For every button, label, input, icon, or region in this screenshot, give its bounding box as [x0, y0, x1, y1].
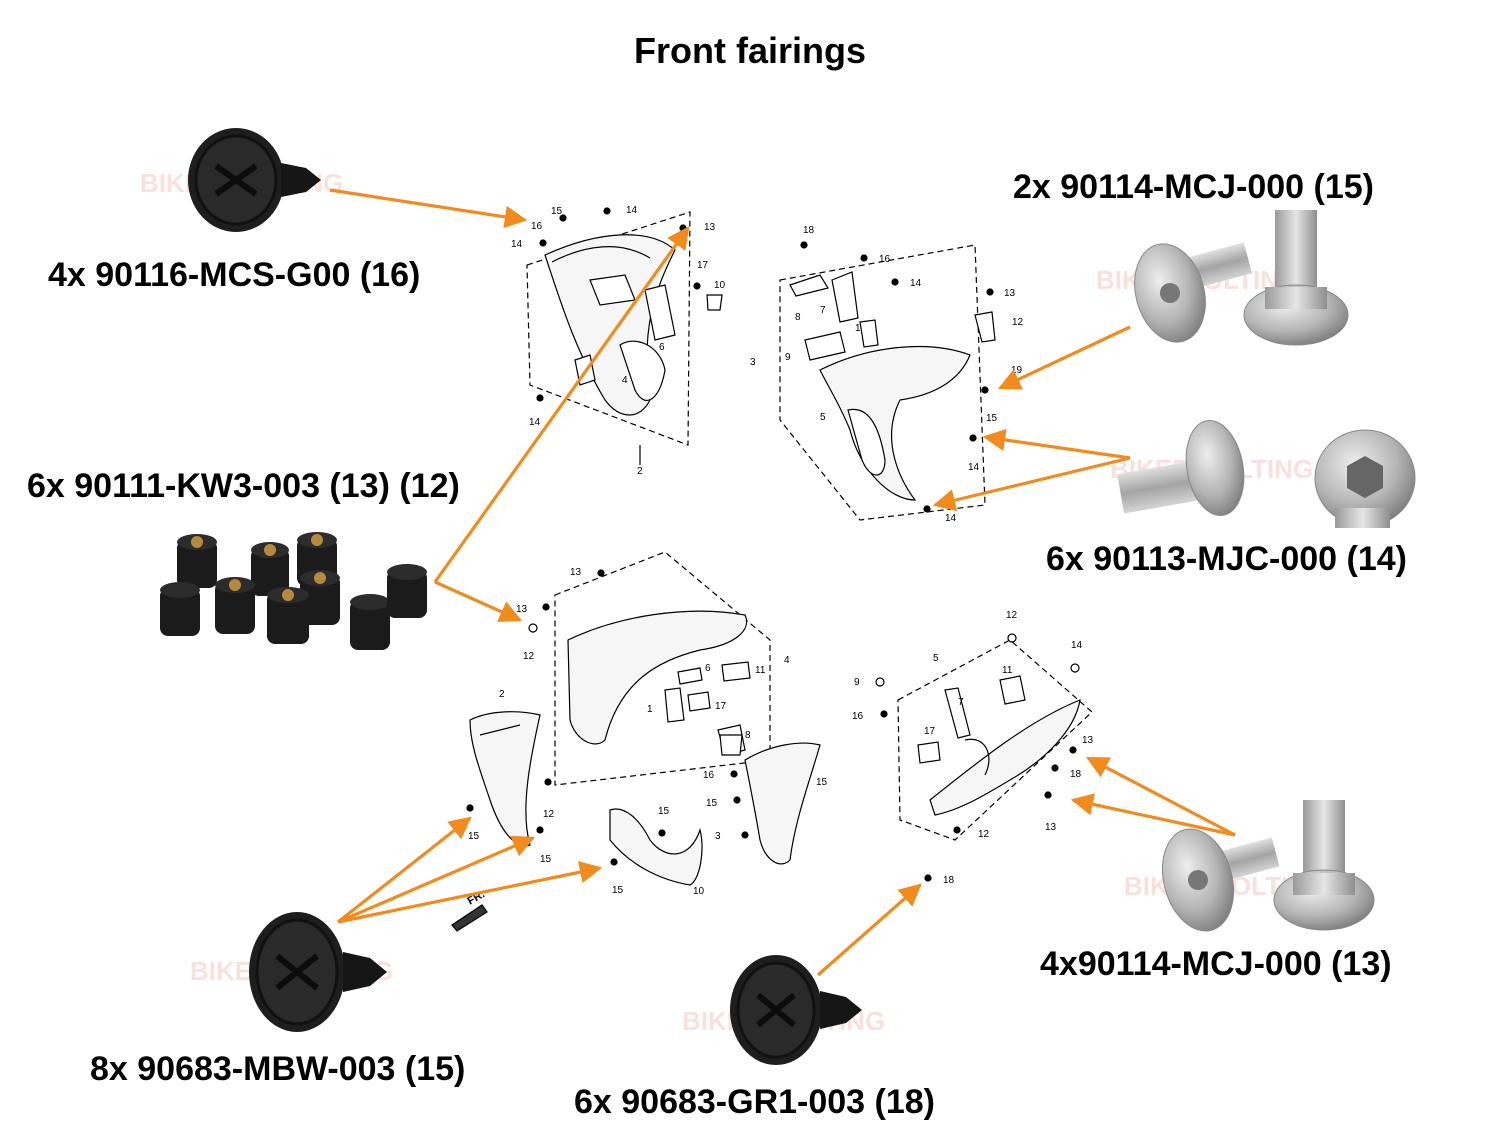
diagram-bottom-right: [875, 633, 1093, 882]
callout: 3: [750, 357, 756, 368]
callout: 17: [715, 701, 727, 712]
callout: 18: [943, 875, 955, 886]
callout: 17: [924, 726, 936, 737]
arrow: [329, 188, 528, 229]
diagram-top-left: [526, 207, 723, 465]
diagram-bottom-right-callouts: 12 5 14 9 11 16 7 17 13 18 13 12 18: [852, 610, 1094, 886]
label-90116-mcs-g00: 4x 90116-MCS-G00 (16): [48, 256, 421, 294]
callout: 14: [910, 278, 922, 289]
callout: 7: [958, 697, 964, 708]
callout: 9: [854, 677, 860, 688]
callout: 4: [784, 655, 790, 666]
callout: 11: [755, 665, 766, 676]
callout: 16: [852, 711, 864, 722]
callout: 7: [820, 305, 826, 316]
label-90113-mjc-000: 6x 90113-MJC-000 (14): [1046, 540, 1408, 578]
label-90114-mcj-000-13: 4x90114-MCJ-000 (13): [1040, 945, 1392, 983]
label-90683-mbw-003: 8x 90683-MBW-003 (15): [90, 1050, 466, 1088]
front-direction-arrow: [451, 904, 488, 932]
callout: 12: [1012, 317, 1024, 328]
callout: 16: [879, 254, 891, 265]
arrow: [997, 325, 1131, 390]
rubber-clip-icon: [730, 955, 862, 1065]
diagram-top-right: [779, 241, 996, 521]
callout: 13: [516, 604, 528, 615]
callout: 2: [499, 689, 505, 700]
callout: 1: [855, 323, 861, 334]
label-90114-mcj-000-15: 2x 90114-MCJ-000 (15): [1013, 168, 1375, 206]
callout: 11: [1002, 665, 1013, 676]
flange-bolt-pair-icon: [1134, 210, 1349, 346]
callout: 14: [626, 205, 638, 216]
label-90683-gr1-003: 6x 90683-GR1-003 (18): [574, 1083, 936, 1121]
callout: 5: [820, 412, 826, 423]
callout: 15: [468, 831, 480, 842]
callout: 4: [622, 375, 628, 386]
callout: 16: [703, 770, 715, 781]
callout: 2: [637, 466, 643, 477]
arrow: [434, 580, 523, 622]
callout: 15: [706, 798, 718, 809]
callout: 15: [540, 854, 552, 865]
callout: 12: [523, 651, 535, 662]
callout: 13: [1082, 735, 1094, 746]
arrow: [433, 226, 690, 583]
callout: 8: [795, 312, 801, 323]
rubber-clip-icon: [249, 912, 387, 1032]
arrow: [816, 883, 922, 977]
callout: 15: [551, 206, 563, 217]
callout: 13: [570, 567, 582, 578]
arrow: [982, 428, 1131, 460]
arrow: [1086, 756, 1236, 837]
page-title: Front fairings: [634, 30, 866, 71]
callout: 15: [816, 777, 828, 788]
callout: 16: [531, 221, 543, 232]
callout: 5: [933, 653, 939, 664]
well-nut-group-icon: [160, 532, 427, 650]
arrow: [337, 835, 536, 924]
callout: 8: [745, 730, 751, 741]
callout: 9: [785, 352, 791, 363]
callout: 10: [693, 886, 705, 897]
label-90111-kw3-003: 6x 90111-KW3-003 (13) (12): [27, 467, 460, 505]
callout: 6: [705, 663, 711, 674]
arrow: [337, 861, 603, 924]
callout: 13: [704, 222, 716, 233]
callout: 14: [529, 417, 541, 428]
callout: 14: [511, 239, 523, 250]
callout: 17: [697, 260, 709, 271]
callout: 15: [612, 885, 624, 896]
callout: 14: [1071, 640, 1083, 651]
callout: 1: [647, 704, 653, 715]
rubber-clip-icon: [188, 128, 321, 232]
diagram-bottom-center: [451, 551, 821, 932]
callout: 18: [803, 225, 815, 236]
callout: 3: [715, 831, 721, 842]
callout: 15: [658, 806, 670, 817]
arrow: [337, 816, 472, 924]
callout: 12: [978, 829, 990, 840]
callout: 19: [1011, 365, 1023, 376]
flange-bolt-pair-icon: [1162, 800, 1375, 932]
callout: 13: [1004, 288, 1016, 299]
arrow: [1070, 793, 1236, 837]
callout: 14: [968, 462, 980, 473]
callout: 10: [714, 280, 726, 291]
callout: 13: [1045, 822, 1057, 833]
button-head-bolt-pair-icon: [1117, 419, 1416, 528]
callout: 12: [1006, 610, 1018, 621]
arrow: [932, 456, 1131, 512]
arrow-group: [329, 188, 1236, 977]
diagram-top-left-callouts: 16 15 14 14 13 17 10 6 4 14 2: [511, 205, 726, 477]
callout: 6: [659, 342, 665, 353]
callout: 14: [945, 513, 957, 524]
callout: 12: [543, 809, 555, 820]
callout: 18: [1070, 769, 1082, 780]
callout: 15: [986, 413, 998, 424]
